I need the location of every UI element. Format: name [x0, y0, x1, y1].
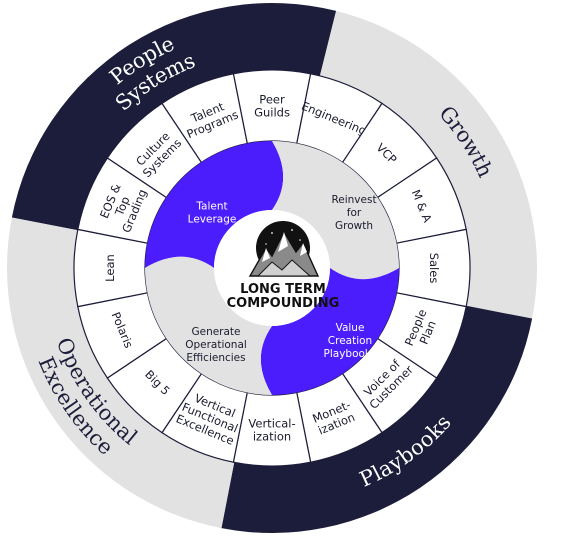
- segment-lean-label: Lean: [103, 254, 117, 282]
- center-hub: LONG TERM COMPOUNDING: [214, 210, 339, 326]
- segment-vertical-ization-label: Vertical-ization: [248, 417, 295, 444]
- quadrant-value-creation-playbooks: [260, 268, 399, 395]
- quadrant-reinvest-for-growth: [272, 141, 399, 280]
- quadrant-talent-leverage: [145, 141, 284, 268]
- outer-ring-operational-excellence: [7, 217, 235, 529]
- center-title-line1: LONG TERM: [240, 282, 326, 297]
- outer-ring-growth: [319, 10, 537, 319]
- outer-ring-playbooks: [221, 305, 533, 533]
- segment-sales-label: Sales: [427, 253, 441, 284]
- center-title-line2: COMPOUNDING: [227, 296, 340, 311]
- outer-ring-people-systems: [11, 2, 337, 231]
- quadrant-generate-operational-efficiencies: [145, 256, 272, 395]
- mountain-night-icon: [248, 221, 320, 277]
